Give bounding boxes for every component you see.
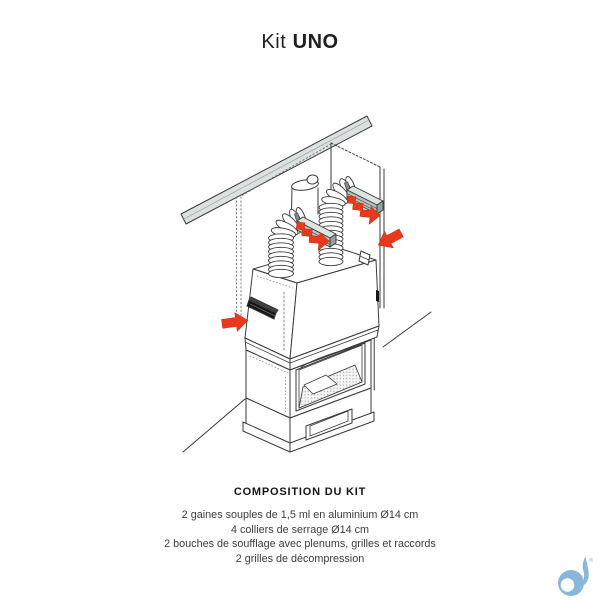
composition-item: 2 grilles de décompression [235,552,365,565]
stipple-accents [249,275,294,415]
wall-latch [376,290,379,302]
composition-item: 2 gaines souples de 1,5 ml en aluminium … [181,509,419,521]
supply-vent-left [296,216,337,248]
title-prefix: Kit [261,31,287,53]
plinth-recess [305,408,353,441]
brand-logo: ® [558,556,593,596]
registered-mark: ® [589,557,593,564]
composition-item: 4 colliers de serrage Ø14 cm [230,523,370,536]
airflow-arrow-wall [373,224,407,255]
composition-heading: COMPOSITION DU KIT [233,486,367,498]
supply-vent-right [346,185,384,215]
hidden-edges [236,143,332,321]
mantel-band [244,325,380,371]
firebox [245,338,375,419]
composition-section: COMPOSITION DU KIT 2 gaines souples de 1… [0,486,600,566]
airflow-arrow-intake [220,310,250,334]
hood-intake-grille [246,296,279,320]
floor-lines [182,311,432,453]
plinth [242,387,375,453]
title-product: UNO [292,31,339,53]
ceiling-beam [180,115,373,225]
smoke-deflector [303,374,338,395]
firebox-opening [295,342,366,412]
composition-item: 2 bouches de soufflage avec plenums, gri… [164,538,436,550]
